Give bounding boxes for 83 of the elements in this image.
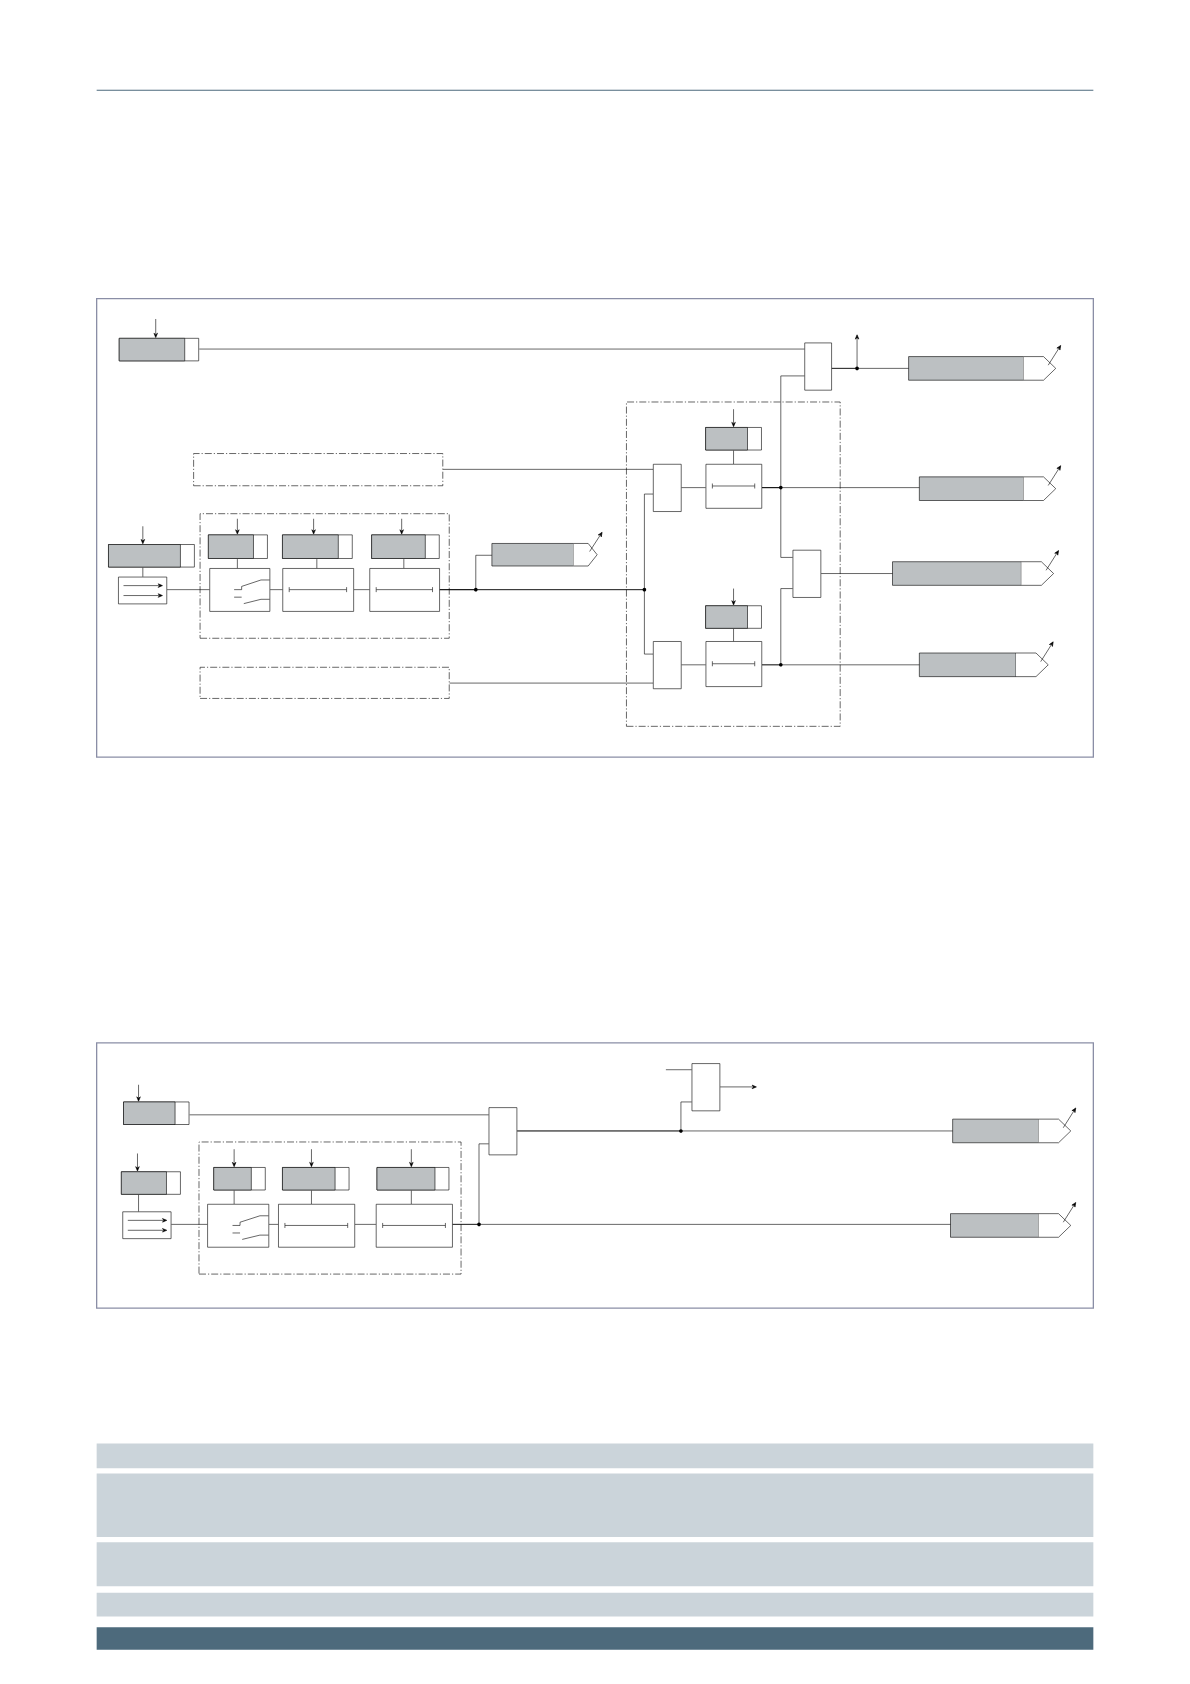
- connector: [731, 408, 736, 427]
- connector: [354, 1224, 377, 1225]
- connector: [733, 450, 734, 465]
- output-symbol: [491, 532, 603, 567]
- input-box: [118, 576, 168, 605]
- setting-box: [376, 1167, 450, 1191]
- timer-box: [282, 568, 354, 612]
- timer-box: [375, 1203, 453, 1248]
- group-frame: [199, 666, 450, 699]
- connector: [452, 1143, 489, 1225]
- group-frame: [193, 453, 444, 487]
- setting-box: [282, 1167, 350, 1191]
- connector: [516, 1101, 692, 1132]
- connector: [733, 628, 734, 642]
- switch-box: [207, 1203, 270, 1248]
- connector: [135, 1153, 140, 1172]
- setting-box: [371, 534, 440, 559]
- connector: [237, 558, 238, 569]
- connector: [411, 1190, 412, 1205]
- switch-box: [209, 568, 271, 612]
- connector: [171, 1224, 208, 1225]
- logic-gate: [804, 342, 832, 391]
- connector: [403, 558, 405, 569]
- group-frame: [198, 1141, 462, 1275]
- setting-box: [213, 1167, 266, 1191]
- connector: [681, 664, 706, 666]
- connector: [399, 518, 404, 535]
- connector: [439, 589, 654, 655]
- timer-box: [369, 568, 440, 612]
- logic-gate: [691, 1063, 721, 1112]
- setting-box: [123, 1101, 190, 1125]
- group-frame: [626, 401, 841, 727]
- connector: [166, 589, 210, 590]
- setting-box: [208, 534, 268, 559]
- logic-gate: [653, 641, 682, 690]
- connector: [268, 1224, 279, 1225]
- connector: [316, 558, 318, 569]
- connector: [353, 589, 370, 590]
- connector: [761, 588, 793, 666]
- connector: [665, 1069, 692, 1070]
- output-symbol: [908, 345, 1061, 381]
- group-frame: [199, 513, 450, 639]
- setting-box: [705, 427, 762, 451]
- connector: [831, 334, 860, 369]
- setting-box: [282, 534, 353, 559]
- connector: [199, 348, 805, 350]
- logic-gate: [792, 549, 822, 598]
- connector: [269, 589, 283, 590]
- output-symbol: [919, 641, 1054, 677]
- output-symbol: [950, 1202, 1077, 1238]
- logic-gate: [653, 463, 682, 512]
- connector: [232, 1148, 237, 1167]
- setting-box: [118, 338, 199, 362]
- connector: [309, 1148, 314, 1167]
- connector: [442, 469, 654, 470]
- output-symbol: [892, 550, 1059, 586]
- connector: [138, 1194, 139, 1212]
- connector: [189, 1114, 489, 1116]
- setting-box: [108, 544, 195, 568]
- connector: [731, 588, 736, 606]
- connector: [235, 518, 240, 535]
- output-symbol: [919, 465, 1061, 501]
- timer-box: [705, 641, 763, 687]
- connector: [409, 1148, 414, 1167]
- connector: [142, 567, 144, 578]
- connector: [719, 1084, 757, 1089]
- timer-box: [278, 1203, 356, 1248]
- timer-box: [705, 463, 763, 509]
- connector: [153, 318, 158, 338]
- logic-gate: [488, 1107, 518, 1156]
- output-symbol: [952, 1107, 1077, 1144]
- connector: [681, 487, 706, 488]
- input-box: [122, 1211, 172, 1239]
- connector: [140, 525, 145, 545]
- connector: [233, 1190, 235, 1205]
- connector: [136, 1084, 141, 1102]
- connector: [449, 682, 654, 684]
- setting-box: [121, 1171, 181, 1195]
- setting-box: [705, 605, 762, 629]
- connector: [311, 1190, 312, 1205]
- connector: [820, 573, 893, 574]
- connector: [761, 487, 793, 558]
- connector: [311, 518, 316, 535]
